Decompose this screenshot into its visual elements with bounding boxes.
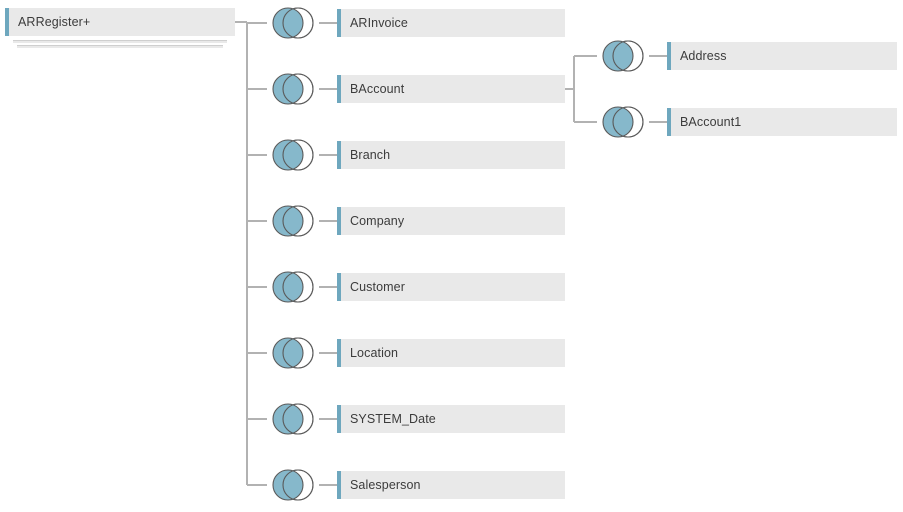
node-label: Company bbox=[350, 214, 405, 228]
venn-join-icon-salesperson[interactable] bbox=[267, 469, 319, 501]
venn-join-icon-baccount[interactable] bbox=[267, 73, 319, 105]
root-stack-line bbox=[13, 40, 227, 43]
venn-join-icon-branch[interactable] bbox=[267, 139, 319, 171]
node-label: Address bbox=[680, 49, 727, 63]
root-node-arregister[interactable]: ARRegister+ bbox=[5, 8, 235, 36]
node-label: BAccount1 bbox=[680, 115, 742, 129]
node-label: Customer bbox=[350, 280, 405, 294]
node-label: SYSTEM_Date bbox=[350, 412, 436, 426]
node-system_date[interactable]: SYSTEM_Date bbox=[337, 405, 565, 433]
node-label: Branch bbox=[350, 148, 391, 162]
venn-join-icon-customer[interactable] bbox=[267, 271, 319, 303]
node-accent-bar bbox=[337, 273, 341, 301]
node-arinvoice[interactable]: ARInvoice bbox=[337, 9, 565, 37]
node-accent-bar bbox=[5, 8, 9, 36]
node-label: Location bbox=[350, 346, 399, 360]
venn-join-icon-address[interactable] bbox=[597, 40, 649, 72]
node-baccount[interactable]: BAccount bbox=[337, 75, 565, 103]
node-location[interactable]: Location bbox=[337, 339, 565, 367]
venn-join-icon-arinvoice[interactable] bbox=[267, 7, 319, 39]
node-accent-bar bbox=[337, 471, 341, 499]
venn-join-icon-location[interactable] bbox=[267, 337, 319, 369]
node-label: BAccount bbox=[350, 82, 405, 96]
node-accent-bar bbox=[667, 42, 671, 70]
node-accent-bar bbox=[337, 405, 341, 433]
venn-join-icon-baccount1[interactable] bbox=[597, 106, 649, 138]
node-address[interactable]: Address bbox=[667, 42, 897, 70]
node-accent-bar bbox=[337, 207, 341, 235]
root-stack-line bbox=[17, 45, 223, 48]
node-accent-bar bbox=[337, 75, 341, 103]
venn-join-icon-company[interactable] bbox=[267, 205, 319, 237]
node-accent-bar bbox=[337, 141, 341, 169]
node-baccount1[interactable]: BAccount1 bbox=[667, 108, 897, 136]
node-accent-bar bbox=[337, 9, 341, 37]
node-branch[interactable]: Branch bbox=[337, 141, 565, 169]
node-salesperson[interactable]: Salesperson bbox=[337, 471, 565, 499]
node-label: ARRegister+ bbox=[18, 15, 91, 29]
node-customer[interactable]: Customer bbox=[337, 273, 565, 301]
venn-join-icon-system_date[interactable] bbox=[267, 403, 319, 435]
node-accent-bar bbox=[667, 108, 671, 136]
node-label: ARInvoice bbox=[350, 16, 408, 30]
node-company[interactable]: Company bbox=[337, 207, 565, 235]
node-label: Salesperson bbox=[350, 478, 421, 492]
node-accent-bar bbox=[337, 339, 341, 367]
